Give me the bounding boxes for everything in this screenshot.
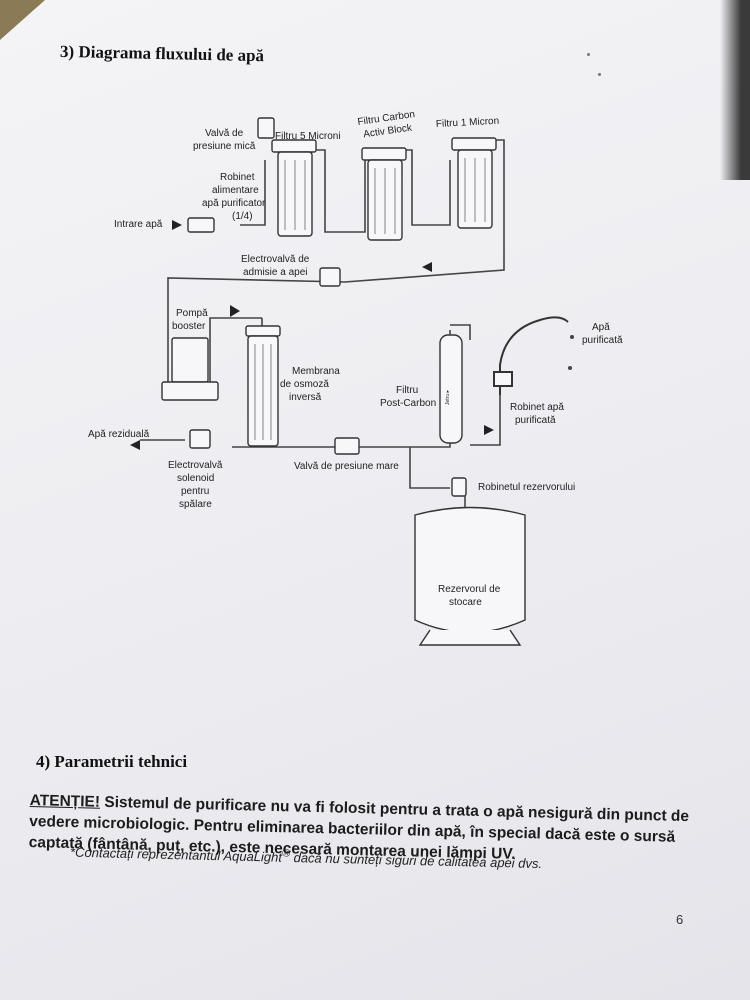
inlet-solenoid-valve	[319, 267, 341, 287]
label-filter-5-micron: Filtru 5 Microni	[275, 131, 341, 142]
pipe-inlet	[240, 160, 266, 226]
faucet-handle	[493, 371, 513, 387]
pump-base	[161, 381, 219, 401]
feed-valve	[187, 217, 215, 233]
water-drop	[570, 335, 574, 339]
pipe-to-faucet	[470, 395, 501, 446]
booster-pump	[171, 337, 209, 383]
speck	[598, 73, 601, 76]
post-carbon-filter	[439, 334, 463, 444]
reject-arrow-icon	[130, 440, 140, 450]
inlet-arrow-icon	[172, 220, 182, 230]
page-number: 6	[676, 912, 684, 927]
pipe-filter1-filter2	[316, 149, 366, 233]
background-edge	[720, 0, 750, 180]
filter3-cap	[451, 137, 497, 151]
label-water-inlet: Intrare apă	[114, 219, 163, 230]
return-arrow-icon	[422, 262, 432, 272]
post-filter-mark: Jetru ▸	[445, 389, 451, 405]
label-high-pressure-valve: Valvă de presiune mare	[294, 461, 399, 472]
label-filter-1-micron: Filtru 1 Micron	[436, 116, 500, 130]
membrane-cap	[245, 325, 281, 337]
pump-flow-arrow-icon	[230, 305, 240, 317]
flush-solenoid-valve	[189, 429, 211, 449]
pipe-post-top	[450, 324, 471, 340]
low-pressure-valve	[257, 117, 275, 139]
faucet-arrow-icon	[484, 425, 494, 435]
label-tank-valve: Robinetul rezervorului	[478, 482, 575, 493]
label-carbon-filter: Filtru CarbonActiv Block	[357, 109, 418, 141]
tank-stand	[418, 629, 522, 646]
high-pressure-valve	[334, 437, 360, 455]
pipe-filter2-filter3	[406, 149, 451, 226]
tank-valve	[451, 477, 467, 497]
filter2-cap	[361, 147, 407, 161]
storage-tank	[414, 506, 526, 634]
pipe-to-pump	[167, 139, 505, 382]
water-drop	[568, 366, 572, 370]
faucet-spout	[499, 316, 569, 395]
warning-lead: ATENȚIE!	[29, 791, 101, 811]
section-4-title: 4) Parametrii tehnici	[36, 752, 188, 771]
speck	[587, 53, 590, 56]
label-reject-water: Apă reziduală	[88, 429, 150, 440]
pipe-to-tank	[409, 447, 450, 489]
pipe-pump-membrane	[209, 317, 262, 382]
